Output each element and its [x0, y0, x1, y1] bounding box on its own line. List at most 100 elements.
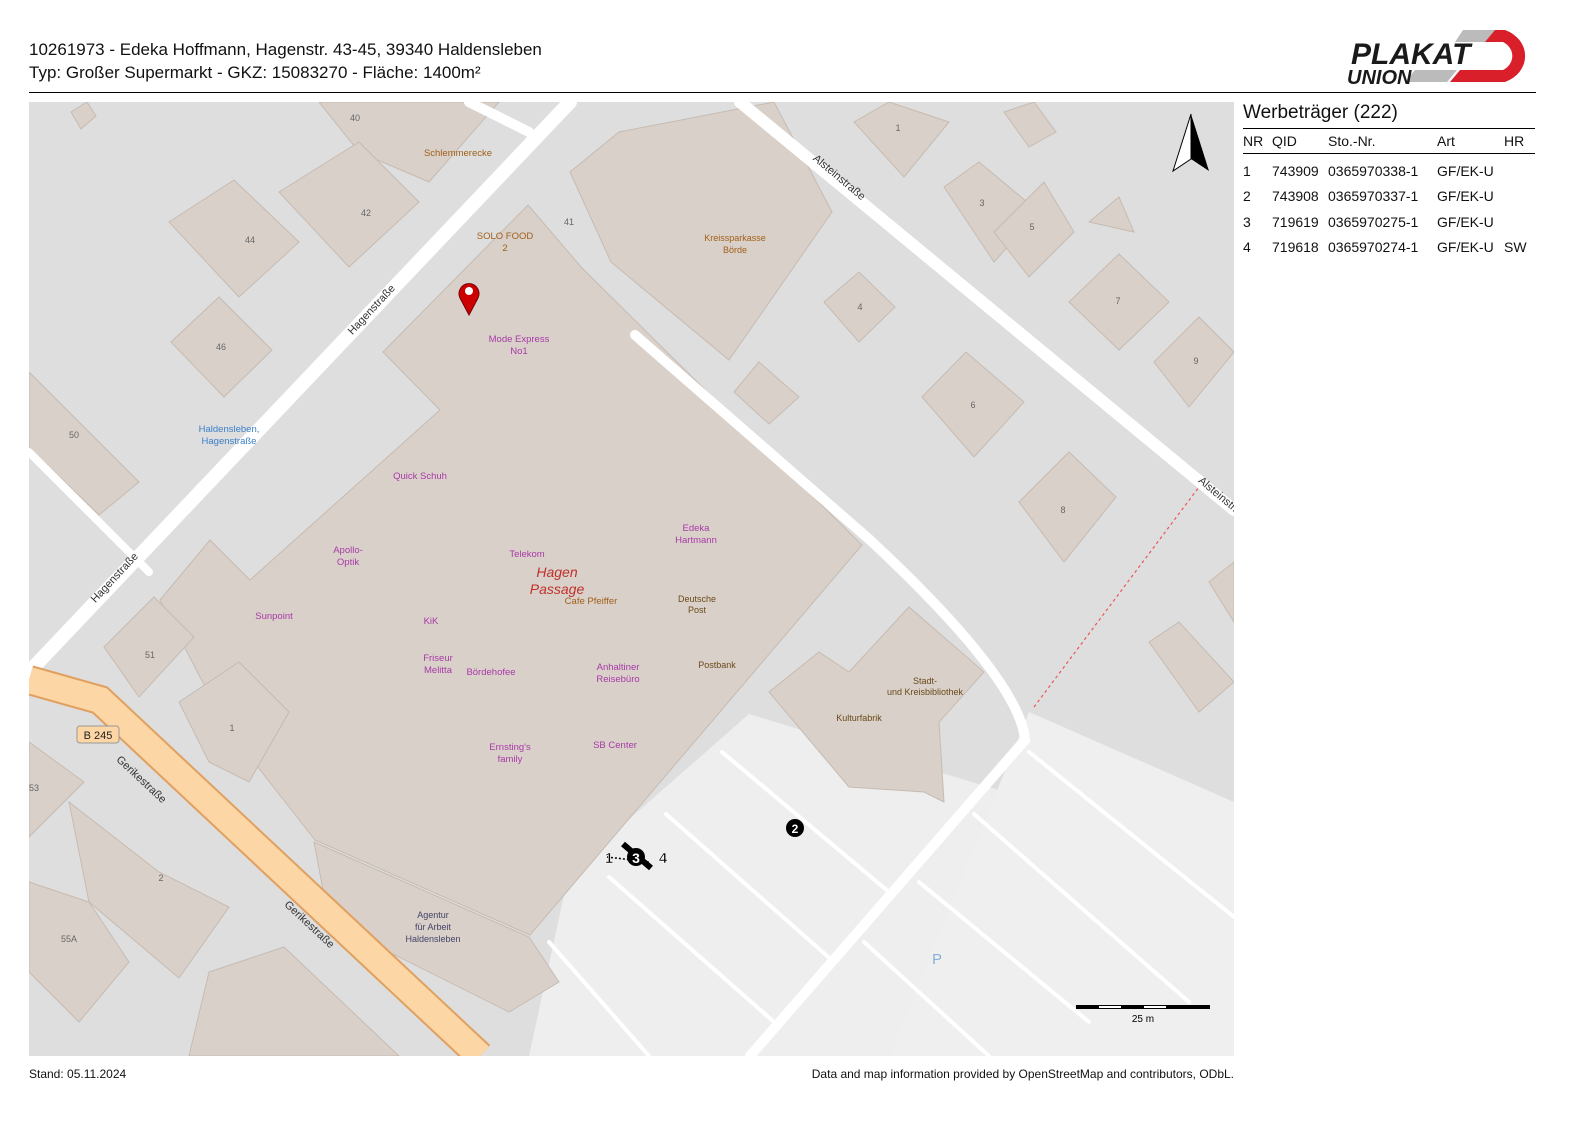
- poi-label: Apollo-: [333, 545, 363, 556]
- location-pin-icon[interactable]: [458, 283, 480, 317]
- road-ref: B 245: [84, 730, 113, 742]
- house-number: 46: [216, 342, 226, 352]
- marker-1[interactable]: 1: [605, 850, 614, 868]
- poi-label: Edeka: [683, 523, 711, 534]
- table-cell: SW: [1504, 239, 1527, 256]
- poi-label: Quick Schuh: [393, 471, 447, 482]
- poi-label: No1: [510, 346, 527, 357]
- marker-3[interactable]: 3: [632, 850, 640, 866]
- location-title: 10261973 - Edeka Hoffmann, Hagenstr. 43-…: [29, 40, 542, 59]
- attribution: Data and map information provided by Ope…: [811, 1067, 1234, 1081]
- location-subtitle: Typ: Großer Supermarkt - GKZ: 15083270 -…: [29, 63, 481, 82]
- house-number: 41: [564, 217, 574, 227]
- table-cell: 0365970337-1: [1328, 188, 1419, 205]
- col-hr: HR: [1504, 133, 1525, 149]
- marker-4[interactable]: 4: [659, 850, 669, 868]
- poi-label: Friseur: [423, 653, 453, 664]
- scale-label: 25 m: [1132, 1014, 1154, 1025]
- poi-label: Reisebüro: [596, 674, 639, 685]
- table-cell: GF/EK-U: [1437, 239, 1494, 256]
- house-number: 3: [979, 198, 984, 208]
- poi-label: Schlemmerecke: [424, 148, 492, 159]
- poi-label: Hartmann: [675, 535, 717, 546]
- table-cell: GF/EK-U: [1437, 162, 1494, 179]
- table-row[interactable]: 3 719619 0365970275-1 GF/EK-U: [1243, 209, 1535, 235]
- poi-label: KiK: [424, 616, 439, 627]
- house-number: 55A: [61, 934, 77, 944]
- marker-2[interactable]: 2: [792, 822, 799, 836]
- poi-label: Anhaltiner: [597, 662, 640, 673]
- poi-label: Postbank: [698, 660, 736, 670]
- house-number: 9: [1193, 356, 1198, 366]
- table-row[interactable]: 1 743909 0365970338-1 GF/EK-U: [1243, 158, 1535, 184]
- table-cell: GF/EK-U: [1437, 188, 1494, 205]
- poi-label: und Kreisbibliothek: [887, 687, 964, 697]
- poi-label: Ernsting's: [489, 742, 531, 753]
- poi-label: 2: [502, 243, 507, 254]
- house-number: 4: [857, 302, 862, 312]
- house-number: 44: [245, 235, 255, 245]
- scale-bar: 25 m: [1076, 1005, 1210, 1025]
- parking-label: P: [932, 951, 942, 968]
- svg-text:PLAKAT: PLAKAT: [1351, 38, 1473, 71]
- table-cell: 719619: [1272, 213, 1319, 230]
- table-cell: 4: [1243, 239, 1251, 256]
- col-sto-nr: Sto.-Nr.: [1328, 133, 1376, 149]
- col-art: Art: [1437, 133, 1455, 149]
- table-cell: 719618: [1272, 239, 1319, 256]
- map[interactable]: Hagenstraße Hagenstraße Alsteinstraße Al…: [29, 102, 1234, 1056]
- house-number: 2: [158, 873, 163, 883]
- house-number: 51: [145, 650, 155, 660]
- poi-label: Hagenstraße: [202, 436, 257, 447]
- place-label: Passage: [530, 581, 585, 597]
- poi-label: Melitta: [424, 665, 453, 676]
- date-stamp: Stand: 05.11.2024: [29, 1067, 127, 1081]
- poi-label: Börde: [723, 245, 747, 255]
- house-number: 6: [970, 400, 975, 410]
- poi-label: Mode Express: [489, 334, 550, 345]
- ad-site-markers[interactable]: 1 2 3 4: [605, 819, 804, 871]
- house-number: 53: [29, 783, 39, 793]
- poi-label: Stadt-: [913, 676, 937, 686]
- poi-label: Deutsche: [678, 594, 716, 604]
- plakat-union-logo: PLAKAT UNION: [1347, 30, 1526, 86]
- table-cell: 743909: [1272, 162, 1319, 179]
- svg-text:UNION: UNION: [1347, 67, 1412, 86]
- house-number: 50: [69, 430, 79, 440]
- poi-label: Post: [688, 605, 707, 615]
- house-number: 40: [350, 113, 360, 123]
- poi-label: für Arbeit: [415, 922, 452, 932]
- house-number: 8: [1060, 505, 1065, 515]
- poi-label: Optik: [337, 557, 359, 568]
- poi-label: Bördehofee: [466, 667, 515, 678]
- table-cell: 0365970275-1: [1328, 213, 1419, 230]
- poi-label: family: [498, 754, 523, 765]
- col-qid: QID: [1272, 133, 1297, 149]
- house-number: 42: [361, 208, 371, 218]
- header-divider: [29, 92, 1536, 93]
- house-number: 5: [1029, 222, 1034, 232]
- poi-label: Telekom: [509, 549, 544, 560]
- house-number: 1: [895, 123, 900, 133]
- poi-label: Sunpoint: [255, 611, 293, 622]
- house-number: 1: [229, 723, 234, 733]
- table-cell: GF/EK-U: [1437, 213, 1494, 230]
- ad-sites-panel: Werbeträger (222) NR QID Sto.-Nr. Art HR…: [1243, 102, 1535, 260]
- poi-label: SOLO FOOD: [477, 231, 534, 242]
- poi-label: Agentur: [417, 910, 449, 920]
- table-cell: 0365970338-1: [1328, 162, 1419, 179]
- poi-label: Kulturfabrik: [836, 713, 882, 723]
- poi-label: Cafe Pfeiffer: [565, 596, 618, 607]
- poi-label: Haldensleben,: [199, 424, 260, 435]
- north-arrow-icon: [1172, 113, 1209, 173]
- place-label: Hagen: [536, 564, 577, 580]
- table-cell: 1: [1243, 162, 1251, 179]
- house-number: 7: [1115, 296, 1120, 306]
- table-cell: 743908: [1272, 188, 1319, 205]
- col-nr: NR: [1243, 133, 1264, 149]
- table-cell: 3: [1243, 213, 1251, 230]
- poi-label: SB Center: [593, 740, 637, 751]
